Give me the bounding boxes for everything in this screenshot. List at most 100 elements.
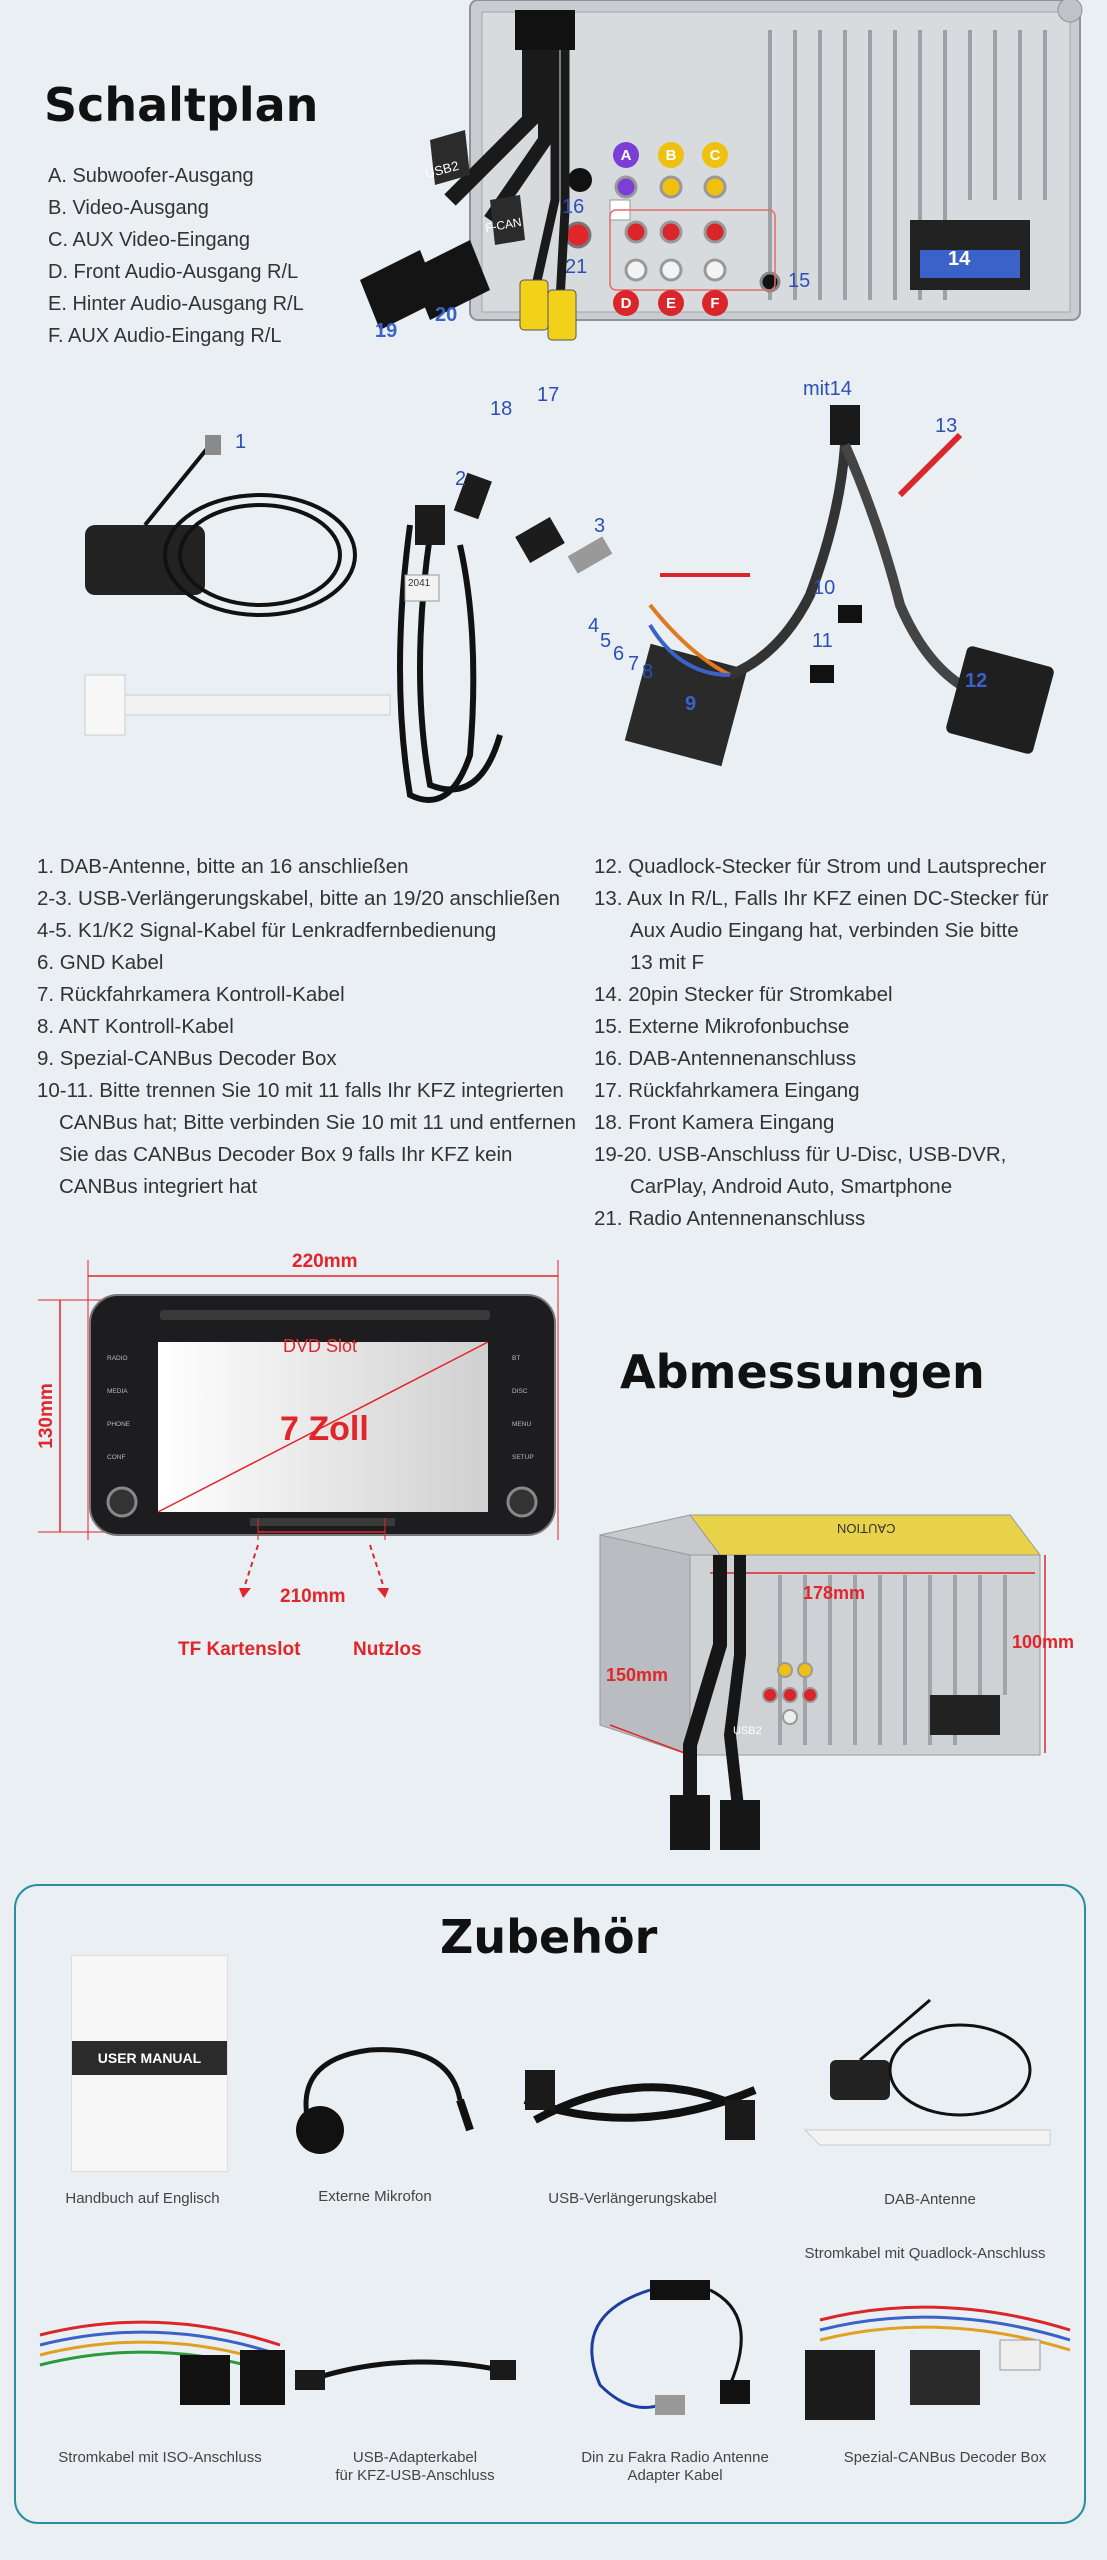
back-depth-label: 150mm xyxy=(606,1665,669,1685)
front-view-graphic xyxy=(38,1260,559,1598)
button-phone: PHONE xyxy=(107,1421,131,1428)
parts-photo: mit14 1 2 3 2041 4 5 6 7 8 9 10 11 12 13 xyxy=(30,375,1090,815)
caption-fakra-adapter: Din zu Fakra Radio Antenne Adapter Kabel xyxy=(581,2449,769,2484)
button-disc: DISC xyxy=(512,1388,528,1395)
note-14: 14. 20pin Stecker für Stromkabel xyxy=(594,983,893,1006)
note-10-11: 10-11. Bitte trennen Sie 10 mit 11 falls… xyxy=(37,1079,576,1198)
output-e: E. Hinter Audio-Ausgang R/L xyxy=(48,293,304,315)
button-media: MEDIA xyxy=(107,1388,128,1395)
parts-label-13: 13 xyxy=(935,415,958,437)
button-setup: SETUP xyxy=(512,1454,534,1461)
caption-manual: Handbuch auf Englisch xyxy=(65,2190,220,2207)
parts-label-5: 5 xyxy=(600,630,612,652)
output-f: F. AUX Audio-Eingang R/L xyxy=(48,325,282,347)
parts-label-1: 1 xyxy=(235,431,247,453)
caption-microphone: Externe Mikrofon xyxy=(318,2188,432,2205)
output-d: D. Front Audio-Ausgang R/L xyxy=(48,261,299,283)
caption-quadlock-cable: Stromkabel mit Quadlock-Anschluss xyxy=(804,2245,1046,2262)
note-12: 12. Quadlock-Stecker für Strom und Lauts… xyxy=(594,855,1047,878)
unused-label: Nutzlos xyxy=(353,1639,422,1660)
note-13: 13. Aux In R/L, Falls Ihr KFZ einen DC-S… xyxy=(594,887,1049,974)
screen-size-label: 7 Zoll xyxy=(280,1410,369,1448)
button-menu: MENU xyxy=(512,1421,532,1428)
accessories-panel xyxy=(14,1884,1086,2524)
bottom-width-label: 210mm xyxy=(280,1586,346,1607)
button-bt: BT xyxy=(512,1355,521,1362)
label-14: 14 xyxy=(948,248,971,270)
note-6: 6. GND Kabel xyxy=(37,951,164,974)
parts-label-4: 4 xyxy=(588,615,600,637)
label-17: 17 xyxy=(537,384,560,406)
note-1: 1. DAB-Antenne, bitte an 16 anschließen xyxy=(37,855,409,878)
badge-a: A xyxy=(613,142,639,168)
caution-label: CAUTION xyxy=(837,1521,896,1536)
dvd-slot-label: DVD Slot xyxy=(283,1336,358,1356)
microphone-image xyxy=(270,2020,480,2170)
manual-cover-text: USER MANUAL xyxy=(97,2050,202,2066)
canbus-box-image xyxy=(800,2280,1080,2430)
badge-b: B xyxy=(658,142,684,168)
label-15: 15 xyxy=(788,270,811,292)
caption-iso-cable: Stromkabel mit ISO-Anschluss xyxy=(58,2449,262,2466)
wiring-output-list: A. Subwoofer-Ausgang B. Video-Ausgang C.… xyxy=(48,160,304,352)
dab-antenna-image xyxy=(800,1990,1060,2160)
front-buttons-right: BT DISC MENU SETUP xyxy=(512,1355,552,1487)
iso-cable-graphic xyxy=(39,2320,285,2405)
button-conf: CONF xyxy=(107,1454,126,1461)
parts-label-6: 6 xyxy=(613,643,625,665)
front-width-label: 220mm xyxy=(292,1251,358,1272)
front-height-label: 130mm xyxy=(35,1383,57,1449)
note-4-5: 4-5. K1/K2 Signal-Kabel für Lenkradfernb… xyxy=(37,919,497,942)
tf-slot-label: TF Kartenslot xyxy=(178,1639,301,1660)
label-18: 18 xyxy=(490,398,513,420)
note-15: 15. Externe Mikrofonbuchse xyxy=(594,1015,850,1038)
back-view: CAUTION 178mm 150mm 100mm USB2 xyxy=(580,1495,1100,1865)
canbus-box-graphic xyxy=(805,2305,1071,2420)
note-18: 18. Front Kamera Eingang xyxy=(594,1111,835,1134)
output-a: A. Subwoofer-Ausgang xyxy=(48,165,254,187)
label-16: 16 xyxy=(562,196,585,218)
output-c: C. AUX Video-Eingang xyxy=(48,229,250,251)
parts-graphic xyxy=(83,405,1054,803)
back-view-graphic xyxy=(599,1514,1046,1850)
note-2-3: 2-3. USB-Verlängerungskabel, bitte an 19… xyxy=(37,887,561,910)
button-radio: RADIO xyxy=(107,1355,128,1362)
label-20: 20 xyxy=(435,304,458,326)
usb-extension-graphic xyxy=(523,2070,757,2140)
usb-extension-image xyxy=(515,2040,765,2160)
usb-adapter-image xyxy=(290,2330,520,2410)
iso-cable-image xyxy=(30,2285,290,2425)
parts-label-9: 9 xyxy=(685,693,697,715)
label-19: 19 xyxy=(375,320,398,342)
note-7: 7. Rückfahrkamera Kontroll-Kabel xyxy=(37,983,345,1006)
note-21: 21. Radio Antennenanschluss xyxy=(594,1207,866,1230)
note-17: 17. Rückfahrkamera Eingang xyxy=(594,1079,860,1102)
parts-label-3: 3 xyxy=(594,515,606,537)
output-b: B. Video-Ausgang xyxy=(48,197,209,219)
dimensions-title: Abmessungen xyxy=(620,1345,985,1399)
caption-canbus-box: Spezial-CANBus Decoder Box xyxy=(843,2449,1047,2466)
dab-antenna-graphic xyxy=(803,1998,1051,2146)
notes-left: 1. DAB-Antenne, bitte an 16 anschließen … xyxy=(37,851,597,1203)
badge-d: D xyxy=(613,290,639,316)
back-height-label: 100mm xyxy=(1012,1632,1075,1652)
accessories-title: Zubehör xyxy=(440,1910,658,1964)
head-unit-back-panel: USB2 F-CAN A B C D E F 16 21 15 14 17 18… xyxy=(360,0,1090,420)
badge-f: F xyxy=(702,290,728,316)
label-21: 21 xyxy=(565,256,588,278)
parts-label-mit14: mit14 xyxy=(803,378,852,400)
microphone-graphic xyxy=(296,2047,474,2154)
parts-label-11: 11 xyxy=(812,630,833,652)
usb-adapter-graphic xyxy=(295,2359,516,2390)
back-panel-graphic xyxy=(360,0,1083,341)
notes-right: 12. Quadlock-Stecker für Strom und Lauts… xyxy=(594,851,1099,1235)
badge-c: C xyxy=(702,142,728,168)
note-16: 16. DAB-Antennenanschluss xyxy=(594,1047,857,1070)
front-view: 220mm 130mm DVD Slot 7 Zoll 210mm TF Kar… xyxy=(30,1250,590,1670)
note-9: 9. Spezial-CANBus Decoder Box xyxy=(37,1047,337,1070)
back-width-label: 178mm xyxy=(803,1583,866,1603)
note-19-20: 19-20. USB-Anschluss für U-Disc, USB-DVR… xyxy=(594,1143,1007,1198)
note-8: 8. ANT Kontroll-Kabel xyxy=(37,1015,234,1038)
manual-image: USER MANUAL xyxy=(71,1955,228,2172)
caption-usb-extension: USB-Verlängerungskabel xyxy=(548,2190,717,2207)
